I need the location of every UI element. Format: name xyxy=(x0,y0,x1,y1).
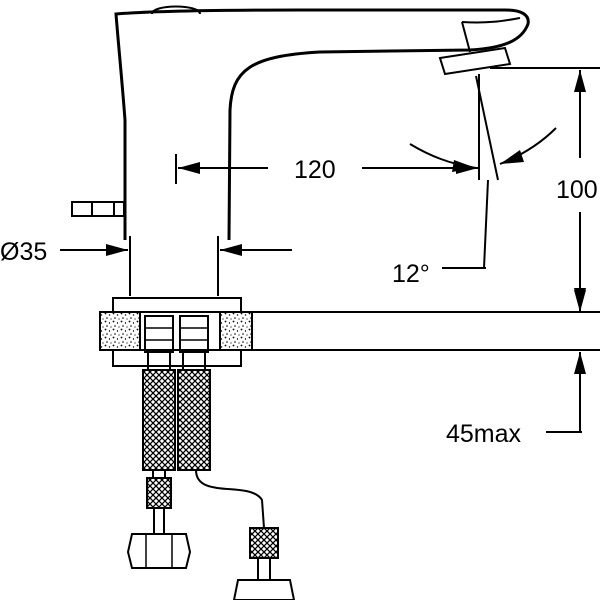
popup-cable xyxy=(195,469,265,529)
dimension-spout-reach: 120 xyxy=(175,154,478,184)
dimension-max-thickness: 45max xyxy=(446,260,586,448)
hex-nut-right xyxy=(232,579,296,600)
base-plate xyxy=(112,297,242,313)
hex-nut-left xyxy=(126,533,192,569)
lever-top xyxy=(151,5,201,15)
dimension-height: 100 xyxy=(490,67,600,310)
supply-hoses xyxy=(126,369,296,600)
faucet-body xyxy=(112,5,530,313)
dimension-diameter: Ø35 xyxy=(0,236,292,296)
max-thickness-label: 45max xyxy=(446,420,522,448)
dimension-angle: 12° xyxy=(392,74,557,288)
side-handle xyxy=(71,201,125,217)
height-label: 100 xyxy=(556,176,598,204)
angle-label: 12° xyxy=(392,260,430,288)
spout-reach-label: 120 xyxy=(294,156,336,184)
countertop xyxy=(99,311,600,367)
diameter-label: Ø35 xyxy=(0,238,47,266)
mounting-assembly xyxy=(144,315,209,371)
aerator xyxy=(438,46,512,76)
